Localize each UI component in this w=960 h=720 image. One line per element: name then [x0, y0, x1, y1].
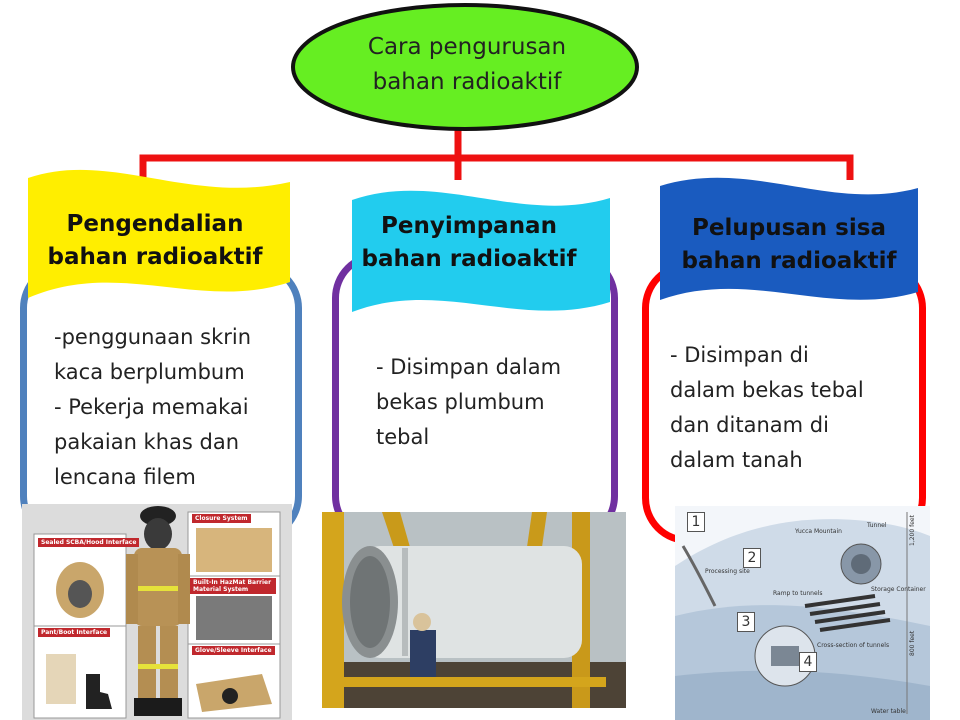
title-line-2: bahan radioaktif — [681, 248, 897, 274]
label-closure-system: Closure System — [192, 514, 251, 523]
text-line: - Disimpan dalam — [376, 355, 562, 379]
title-penyimpanan: Penyimpanan bahan radioaktif — [344, 210, 594, 276]
text-line: dan ditanam di — [670, 413, 829, 437]
root-label: Cara pengurusan bahan radioaktif — [292, 30, 642, 100]
connector-lines — [139, 128, 854, 180]
title-line-1: Pengendalian — [66, 211, 244, 237]
panel-pengendalian — [20, 262, 302, 542]
title-line-2: bahan radioaktif — [361, 246, 577, 272]
text-line: tebal — [376, 425, 430, 449]
lead-container-illustration — [322, 512, 626, 708]
text-line: -penggunaan skrin — [54, 325, 252, 349]
text-line: kaca berplumbum — [54, 360, 245, 384]
text-line: - Disimpan di — [670, 343, 809, 367]
connector-horizontal — [139, 154, 854, 180]
title-line-1: Penyimpanan — [381, 213, 557, 239]
label-ramp-to-tunnels: Ramp to tunnels — [773, 590, 823, 597]
text-penyimpanan: - Disimpan dalam bekas plumbum tebal — [376, 350, 591, 455]
photo-yucca-mountain-diagram: 1 2 3 4 Yucca Mountain Tunnel Storage Co… — [675, 506, 930, 720]
label-cross-section: Cross-section of tunnels — [817, 642, 890, 649]
root-line-2: bahan radioaktif — [372, 69, 562, 95]
label-processing-site: Processing site — [705, 568, 750, 575]
root-line-1: Cara pengurusan — [367, 34, 567, 60]
photo-protective-suit: Sealed SCBA/Hood Interface Closure Syste… — [22, 504, 292, 720]
label-storage-container: Storage Container — [871, 586, 926, 593]
label-hazmat-barrier: Built-In HazMat Barrier Material System — [190, 578, 276, 594]
title-pelupusan: Pelupusan sisa bahan radioaktif — [664, 212, 914, 278]
label-1200-feet: 1,200 feet — [909, 515, 916, 546]
label-yucca-mountain: Yucca Mountain — [795, 528, 842, 535]
label-pant-boot: Pant/Boot Interface — [38, 628, 111, 637]
step-number-2: 2 — [743, 548, 761, 568]
text-pelupusan: - Disimpan di dalam bekas tebal dan dita… — [670, 338, 900, 478]
step-number-3: 3 — [737, 612, 755, 632]
label-glove-sleeve: Glove/Sleeve Interface — [192, 646, 275, 655]
banner-penyimpanan — [352, 190, 610, 312]
text-line: pakaian khas dan — [54, 430, 240, 454]
step-number-1: 1 — [687, 512, 705, 532]
label-water-table: Water table — [871, 708, 906, 715]
text-line: bekas plumbum — [376, 390, 545, 414]
text-line: dalam tanah — [670, 448, 803, 472]
title-line-2: bahan radioaktif — [47, 244, 263, 270]
title-line-1: Pelupusan sisa — [692, 215, 886, 241]
protective-suit-illustration — [22, 504, 292, 720]
root-ellipse — [291, 3, 639, 131]
text-pengendalian: -penggunaan skrin kaca berplumbum - Peke… — [54, 320, 279, 495]
step-number-4: 4 — [799, 652, 817, 672]
yucca-mountain-illustration — [675, 506, 930, 720]
banner-pelupusan — [660, 177, 918, 300]
photo-lead-container — [322, 512, 626, 708]
label-scba-hood: Sealed SCBA/Hood Interface — [38, 538, 140, 547]
label-800-feet: 800 feet — [909, 630, 916, 656]
text-line: dalam bekas tebal — [670, 378, 864, 402]
title-pengendalian: Pengendalian bahan radioaktif — [30, 208, 280, 274]
text-line: lencana filem — [54, 465, 196, 489]
banner-pengendalian — [28, 169, 290, 298]
text-line: - Pekerja memakai — [54, 395, 249, 419]
label-tunnel: Tunnel — [867, 522, 887, 529]
